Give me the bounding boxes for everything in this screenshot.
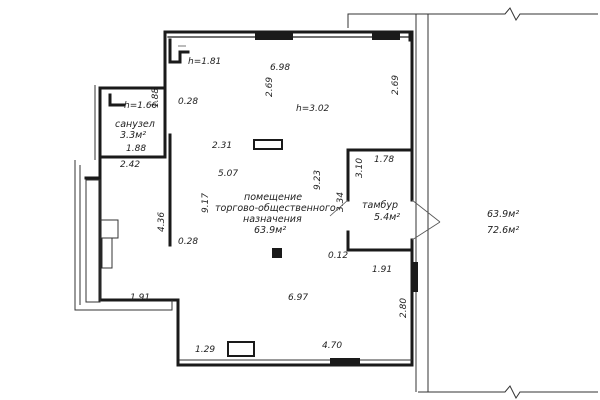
dimension-labels: 6.98 h=1.81 h=3.02 2.69 2.69 0.28 1.88 h… <box>120 57 409 355</box>
room-sanuzel-name: санузел <box>115 119 155 130</box>
dim-923: 9.23 <box>313 170 323 190</box>
room-main-area: 63.9м² <box>254 225 286 236</box>
dim-012: 0.12 <box>328 251 348 261</box>
dim-436: 4.36 <box>157 212 167 232</box>
room-main-name-2: торгово-общественного <box>215 203 336 214</box>
dim-242: 2.42 <box>120 160 140 170</box>
dim-h-san: h=1.66 <box>124 101 158 111</box>
dim-left-upper-v: 2.69 <box>265 77 275 97</box>
dim-178: 1.78 <box>374 155 394 165</box>
dim-h-room: h=3.02 <box>296 104 330 114</box>
dim-334: 3.34 <box>336 192 346 212</box>
dim-129: 1.29 <box>195 345 215 355</box>
dim-188-v: 1.88 <box>151 88 161 108</box>
dim-top-wall: 6.98 <box>270 63 290 73</box>
dim-507: 5.07 <box>218 169 238 179</box>
total-area-net: 63.9м² <box>487 209 519 220</box>
windows <box>227 33 418 364</box>
dim-h-corner: h=1.81 <box>188 57 221 67</box>
exterior-facade <box>347 7 598 399</box>
dim-697: 6.97 <box>288 293 308 303</box>
room-sanuzel-area: 3.3м² <box>120 130 146 141</box>
dim-310: 3.10 <box>355 158 365 178</box>
room-tambur-area: 5.4м² <box>374 212 400 223</box>
dim-280: 2.80 <box>399 298 409 318</box>
room-main-name-1: помещение <box>244 192 302 203</box>
dim-231: 2.31 <box>212 141 232 151</box>
dim-028-top: 0.28 <box>178 97 198 107</box>
outer-walls <box>74 30 414 367</box>
dim-right-upper-v: 2.69 <box>391 75 401 95</box>
dim-191-left: 1.91 <box>130 293 150 303</box>
dim-191-right: 1.91 <box>372 265 392 275</box>
dim-917: 9.17 <box>201 193 211 213</box>
area-totals: 63.9м² 72.6м² <box>487 209 519 236</box>
dim-188-h: 1.88 <box>126 144 146 154</box>
interior-partitions <box>168 133 441 258</box>
room-labels: санузел 3.3м² помещение торгово-обществе… <box>115 119 400 236</box>
room-tambur-name: тамбур <box>362 200 398 211</box>
dim-028-mid: 0.28 <box>178 237 198 247</box>
dim-470: 4.70 <box>322 341 342 351</box>
total-area-total: 72.6м² <box>487 225 519 236</box>
room-main-name-3: назначения <box>243 214 302 225</box>
